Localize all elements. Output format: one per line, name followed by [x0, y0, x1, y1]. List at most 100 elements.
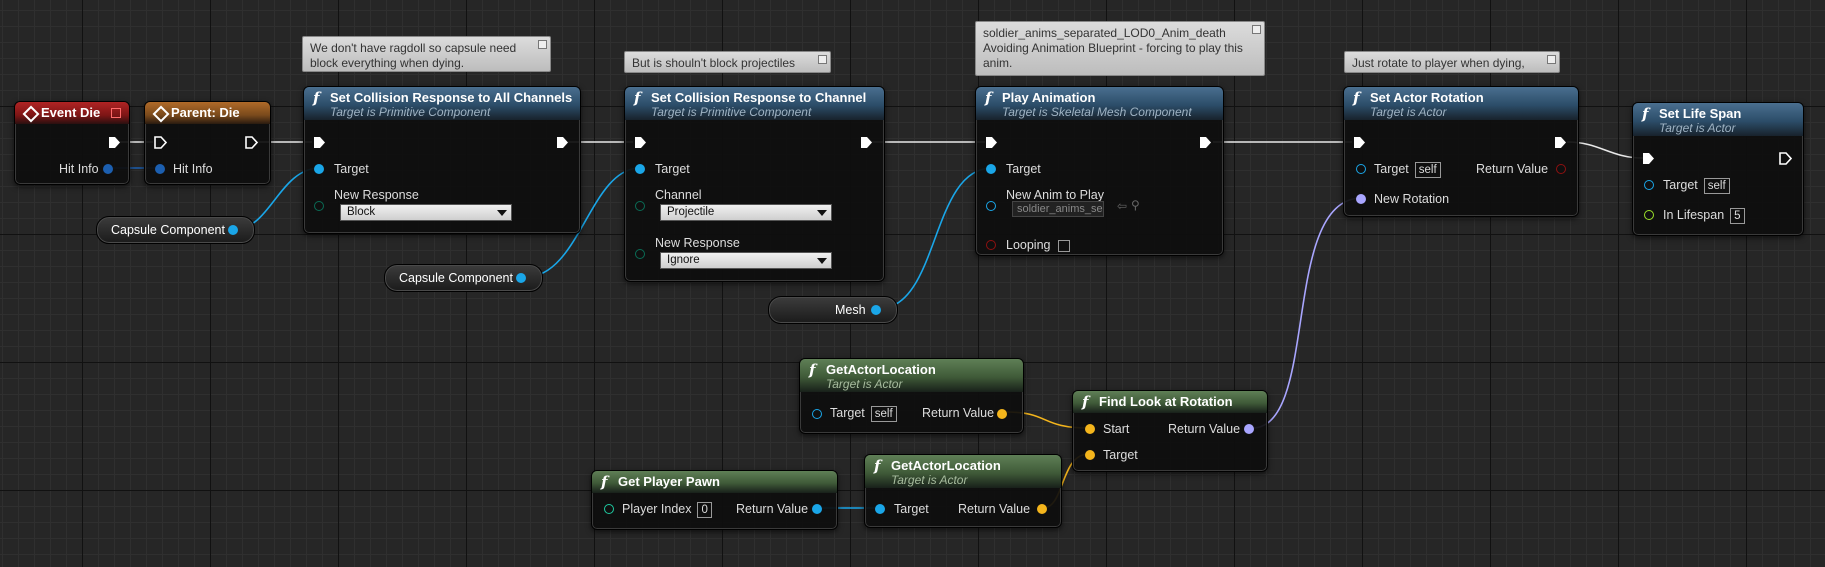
struct-pin-icon[interactable]: [1244, 424, 1254, 434]
event-die-node[interactable]: Event Die Hit Info: [14, 101, 130, 185]
target-label: Target: [1374, 162, 1409, 176]
node-subtitle: Target is Actor: [826, 377, 903, 391]
function-icon: f: [1353, 89, 1360, 107]
capsule-component-variable-1[interactable]: Capsule Component: [96, 216, 255, 244]
exec-pin-icon[interactable]: [1779, 152, 1792, 165]
comment-projectiles: But is shouln't block projectiles: [624, 51, 831, 73]
object-pin-icon[interactable]: [986, 201, 996, 211]
node-title: GetActorLocation: [891, 458, 1001, 473]
node-header: f Set Collision Response to Channel Targ…: [625, 87, 884, 120]
vector-pin-icon[interactable]: [1085, 450, 1095, 460]
exec-pin-icon[interactable]: [154, 136, 167, 149]
variable-label: Capsule Component: [111, 223, 225, 237]
object-pin-icon[interactable]: [812, 504, 822, 514]
node-subtitle: Target is Actor: [891, 473, 968, 487]
channel-label: Channel: [655, 188, 702, 202]
vector-pin-icon[interactable]: [997, 409, 1007, 419]
function-icon: f: [874, 457, 881, 475]
comment-collapse-icon[interactable]: [818, 55, 827, 64]
exec-pin-icon[interactable]: [860, 136, 873, 149]
comment-collapse-icon[interactable]: [1252, 25, 1261, 34]
object-pin-icon[interactable]: [1644, 180, 1654, 190]
node-header: Parent: Die: [145, 102, 270, 124]
exec-pin-icon[interactable]: [108, 136, 121, 149]
object-pin-icon[interactable]: [812, 409, 822, 419]
play-animation-node[interactable]: f Play Animation Target is Skeletal Mesh…: [975, 86, 1224, 256]
return-value-label: Return Value: [922, 406, 995, 420]
data-pin-icon[interactable]: [103, 164, 113, 174]
return-value-label: Return Value: [736, 502, 809, 516]
float-pin-icon[interactable]: [1644, 210, 1654, 220]
set-actor-rotation-node[interactable]: f Set Actor Rotation Target is Actor Tar…: [1343, 86, 1579, 217]
parent-die-node[interactable]: Parent: Die Hit Info: [144, 101, 271, 185]
enum-pin-icon[interactable]: [314, 201, 324, 211]
variable-label: Mesh: [835, 303, 866, 317]
enum-pin-icon[interactable]: [635, 249, 645, 259]
chevron-down-icon: [817, 210, 827, 216]
comment-collapse-icon[interactable]: [1547, 55, 1556, 64]
exec-pin-icon[interactable]: [1642, 152, 1655, 165]
new-response-dropdown[interactable]: Ignore: [660, 252, 832, 269]
data-pin-icon[interactable]: [635, 164, 645, 174]
comment-text-line1: soldier_anims_separated_LOD0_Anim_death: [983, 26, 1226, 40]
comment-text-line2: Avoiding Animation Blueprint - forcing t…: [983, 41, 1243, 70]
delegate-pin-icon[interactable]: [111, 108, 121, 118]
exec-pin-icon[interactable]: [985, 136, 998, 149]
object-pin-icon[interactable]: [875, 504, 885, 514]
bool-pin-icon[interactable]: [986, 240, 996, 250]
object-pin-icon[interactable]: [871, 305, 881, 315]
return-value-label: Return Value: [958, 502, 1031, 516]
struct-pin-icon[interactable]: [1356, 194, 1366, 204]
hit-info-pin-label: Hit Info: [173, 162, 213, 176]
exec-pin-icon[interactable]: [1353, 136, 1366, 149]
player-index-value[interactable]: 0: [697, 502, 712, 518]
new-anim-asset-picker[interactable]: soldier_anims_se: [1012, 201, 1104, 217]
mesh-variable[interactable]: Mesh: [768, 296, 898, 324]
use-selected-arrow-icon[interactable]: ⇦: [1117, 199, 1128, 213]
exec-pin-icon[interactable]: [1554, 136, 1567, 149]
enum-pin-icon[interactable]: [635, 201, 645, 211]
object-pin-icon[interactable]: [228, 225, 238, 235]
node-subtitle: Target is Skeletal Mesh Component: [1002, 105, 1192, 119]
bool-pin-icon[interactable]: [1556, 164, 1566, 174]
int-pin-icon[interactable]: [604, 504, 614, 514]
looping-checkbox[interactable]: [1058, 240, 1070, 252]
data-pin-icon[interactable]: [986, 164, 996, 174]
vector-pin-icon[interactable]: [1085, 424, 1095, 434]
new-response-dropdown[interactable]: Block: [340, 204, 512, 221]
new-response-value: Block: [347, 206, 376, 218]
get-actor-location-node-2[interactable]: f GetActorLocation Target is Actor Targe…: [864, 454, 1062, 528]
start-pin-label: Start: [1103, 422, 1130, 436]
looping-label: Looping: [1006, 238, 1051, 252]
capsule-component-variable-2[interactable]: Capsule Component: [384, 264, 543, 292]
find-look-at-rotation-node[interactable]: f Find Look at Rotation Start Return Val…: [1072, 390, 1268, 472]
function-icon: f: [985, 89, 992, 107]
data-pin-icon[interactable]: [155, 164, 165, 174]
set-collision-all-node[interactable]: f Set Collision Response to All Channels…: [303, 86, 581, 234]
node-subtitle: Target is Actor: [1659, 121, 1736, 135]
node-title: Event Die: [41, 105, 101, 120]
function-icon: f: [809, 361, 816, 379]
exec-pin-icon[interactable]: [1199, 136, 1212, 149]
channel-dropdown[interactable]: Projectile: [660, 204, 832, 221]
exec-pin-icon[interactable]: [313, 136, 326, 149]
data-pin-icon[interactable]: [314, 164, 324, 174]
get-actor-location-node-1[interactable]: f GetActorLocation Target is Actor Targe…: [799, 358, 1024, 434]
browse-search-icon[interactable]: ⚲: [1131, 198, 1140, 212]
object-pin-icon[interactable]: [516, 273, 526, 283]
comment-collapse-icon[interactable]: [538, 40, 547, 49]
exec-pin-icon[interactable]: [634, 136, 647, 149]
event-diamond-icon: [22, 105, 40, 123]
in-lifespan-value[interactable]: 5: [1730, 208, 1745, 224]
exec-pin-icon[interactable]: [556, 136, 569, 149]
exec-pin-icon[interactable]: [245, 136, 258, 149]
vector-pin-icon[interactable]: [1037, 504, 1047, 514]
chevron-down-icon: [497, 210, 507, 216]
set-collision-channel-node[interactable]: f Set Collision Response to Channel Targ…: [624, 86, 885, 282]
object-pin-icon[interactable]: [1356, 164, 1366, 174]
